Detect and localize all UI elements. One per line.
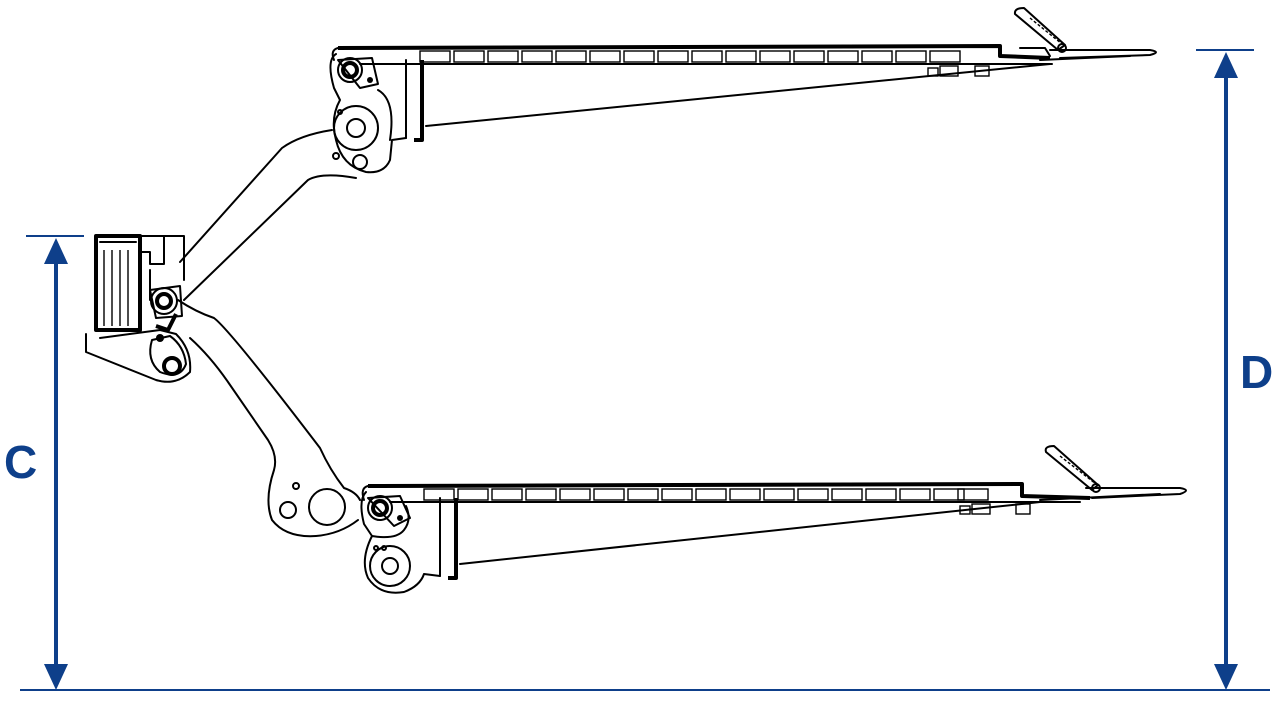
dimension-c-arrow-top	[44, 238, 68, 264]
upper-arm	[329, 7, 1157, 174]
dimension-lines	[20, 49, 1270, 691]
connecting-links	[177, 129, 361, 538]
dimension-d-arrow-bottom	[1214, 664, 1238, 690]
dimension-c-arrow-bottom	[44, 664, 68, 690]
dimension-label-c: C	[4, 436, 37, 488]
lower-arm	[360, 445, 1187, 594]
dimension-label-d: D	[1240, 346, 1273, 398]
mount-bracket	[85, 234, 192, 383]
dimension-d-arrow-top	[1214, 52, 1238, 78]
